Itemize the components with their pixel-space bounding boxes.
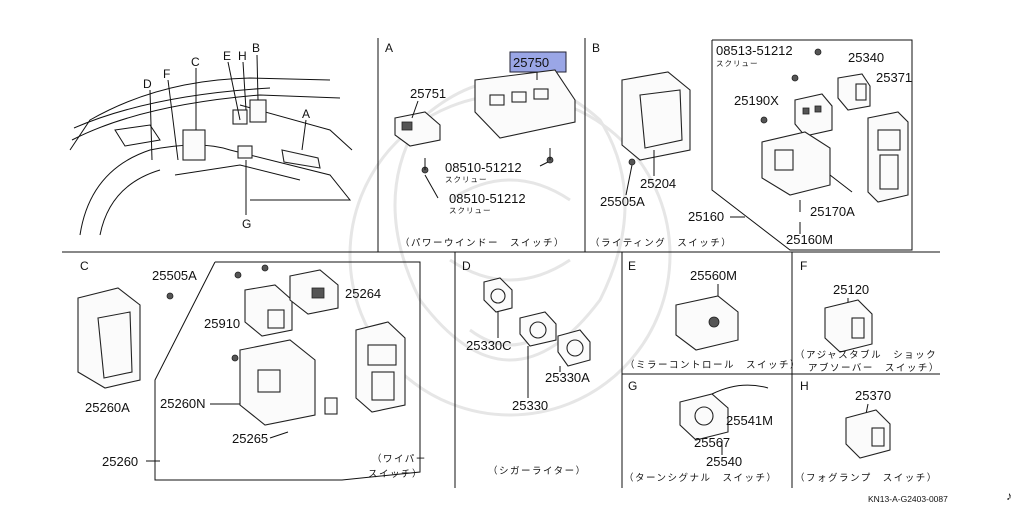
- section-a: A 25750 25751 08510-51212 スクリュー 08510-51…: [385, 41, 576, 249]
- screw-08510-51212-label-1: 08510-51212: [445, 160, 522, 175]
- part-25340-label: 25340: [848, 50, 884, 65]
- part-25260ca-label: 25260A: [85, 400, 130, 415]
- vehicle-dashboard-overview: [69, 54, 353, 236]
- part-25370-label: 25370: [855, 388, 891, 403]
- part-25204-label: 25204: [640, 176, 676, 191]
- section-f: F 25120 （アジャスタブル ショック アブソーバー スイッチ）: [795, 259, 940, 374]
- section-f-caption-line1: （アジャスタブル ショック: [795, 349, 937, 361]
- part-25751-label: 25751: [410, 86, 446, 101]
- corner-mark: ♪: [1006, 489, 1012, 503]
- section-f-letter: F: [800, 259, 807, 273]
- section-c-letter: C: [80, 259, 89, 273]
- section-e: E 25560M （ミラーコントロール スイッチ）: [625, 259, 801, 371]
- callout-a: A: [302, 107, 310, 121]
- callout-e: E: [223, 49, 231, 63]
- reference-code: KN13-A-G2403-0087: [868, 494, 948, 504]
- section-h-caption: （フォグランプ スイッチ）: [795, 472, 938, 484]
- section-c: C 25505A 25260A 25910 25264 25260N 25265…: [77, 259, 427, 480]
- screw-08510-51212-label-2: 08510-51212: [449, 191, 526, 206]
- section-e-letter: E: [628, 259, 636, 273]
- overview-callouts: D F C E H B A G: [143, 41, 310, 231]
- part-25160m-label: 25160M: [786, 232, 833, 247]
- shock-absorber-switch: [824, 299, 873, 353]
- switch-25751: [394, 111, 441, 147]
- part-25190x-label: 25190X: [734, 93, 779, 108]
- part-25260-label: 25260: [102, 454, 138, 469]
- part-25260n-label: 25260N: [160, 396, 206, 411]
- section-a-letter: A: [385, 41, 393, 55]
- part-25265-label: 25265: [232, 431, 268, 446]
- callout-c: C: [191, 55, 200, 69]
- section-d: D 25330C 25330A 25330 （シガーライター）: [462, 259, 591, 477]
- part-25910-label: 25910: [204, 316, 240, 331]
- callout-f: F: [163, 67, 170, 81]
- section-frames: [62, 38, 940, 488]
- switch-body-25160: [761, 131, 831, 196]
- section-g: G 25541M 25567 25540 （ターンシグナル スイッチ）: [624, 379, 778, 484]
- callout-d: D: [143, 77, 152, 91]
- part-25750-label[interactable]: 25750: [513, 55, 549, 70]
- part-25120-label: 25120: [833, 282, 869, 297]
- section-b-letter: B: [592, 41, 600, 55]
- kana-note: スクリュー: [449, 206, 492, 215]
- kana-note: スクリュー: [716, 59, 759, 68]
- part-25330-label: 25330: [512, 398, 548, 413]
- section-h: H 25370 （フォグランプ スイッチ）: [795, 379, 938, 484]
- section-d-letter: D: [462, 259, 471, 273]
- section-h-letter: H: [800, 379, 809, 393]
- power-window-switch-panel: [474, 69, 576, 139]
- part-25264-label: 25264: [345, 286, 381, 301]
- section-g-caption: （ターンシグナル スイッチ）: [624, 472, 778, 484]
- part-25160-label: 25160: [688, 209, 724, 224]
- part-25505a-label: 25505A: [600, 194, 645, 209]
- section-g-letter: G: [628, 379, 637, 393]
- part-25560m-label: 25560M: [690, 268, 737, 283]
- part-25170a-label: 25170A: [810, 204, 855, 219]
- part-25330a-label: 25330A: [545, 370, 590, 385]
- mirror-control-switch: [675, 295, 739, 351]
- section-f-caption-line2: アブソーバー スイッチ）: [808, 362, 940, 374]
- section-b-caption: （ライティング スイッチ）: [590, 237, 732, 249]
- section-c-caption-line1: （ワイパー: [372, 453, 427, 465]
- part-25505a-c-label: 25505A: [152, 268, 197, 283]
- callout-g: G: [242, 217, 251, 231]
- switch-25190x: [794, 93, 833, 137]
- part-25540-label: 25540: [706, 454, 742, 469]
- section-c-caption-line2: スイッチ）: [368, 468, 423, 480]
- knob-25340: [837, 73, 871, 111]
- callout-h: H: [238, 49, 247, 63]
- section-a-caption: （パワーウインドー スイッチ）: [400, 237, 565, 249]
- part-25567-label: 25567: [694, 435, 730, 450]
- part-25330c-label: 25330C: [466, 338, 512, 353]
- part-25541m-label: 25541M: [726, 413, 773, 428]
- section-b: B 25204 25505A 08513-51212 スクリュー 25340 2…: [590, 41, 912, 249]
- callout-b: B: [252, 41, 260, 55]
- section-e-caption: （ミラーコントロール スイッチ）: [625, 359, 801, 371]
- kana-note: スクリュー: [445, 175, 488, 184]
- section-d-caption: （シガーライター）: [488, 465, 587, 477]
- part-25371-label: 25371: [876, 70, 912, 85]
- screw-08513-51212-label: 08513-51212: [716, 43, 793, 58]
